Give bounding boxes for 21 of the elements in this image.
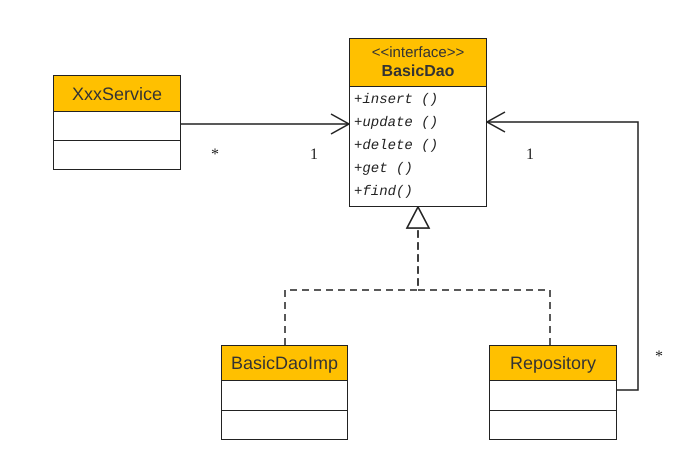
method-label: +delete () [354,137,440,156]
multiplicity-label: * [655,348,663,366]
method-label: +update () [354,114,440,133]
class-name: BasicDao [382,62,454,82]
multiplicity-label: * [211,146,219,164]
class-name: XxxService [72,84,162,104]
stereotype-label: <<interface>> [372,43,464,62]
multiplicity-label: 1 [526,146,534,164]
association-arrow [486,111,639,391]
method-label: +find() [354,183,414,202]
class-name: Repository [510,353,596,373]
method-label: +insert () [354,91,440,110]
class-name: BasicDaoImp [230,353,338,373]
class-box [221,345,348,440]
realization-arrow [406,206,551,345]
class-box [349,38,487,207]
method-label: +get () [354,160,414,179]
multiplicity-label: 1 [310,146,318,164]
class-box [489,345,617,440]
association-arrow [181,113,350,135]
class-box [53,75,181,170]
